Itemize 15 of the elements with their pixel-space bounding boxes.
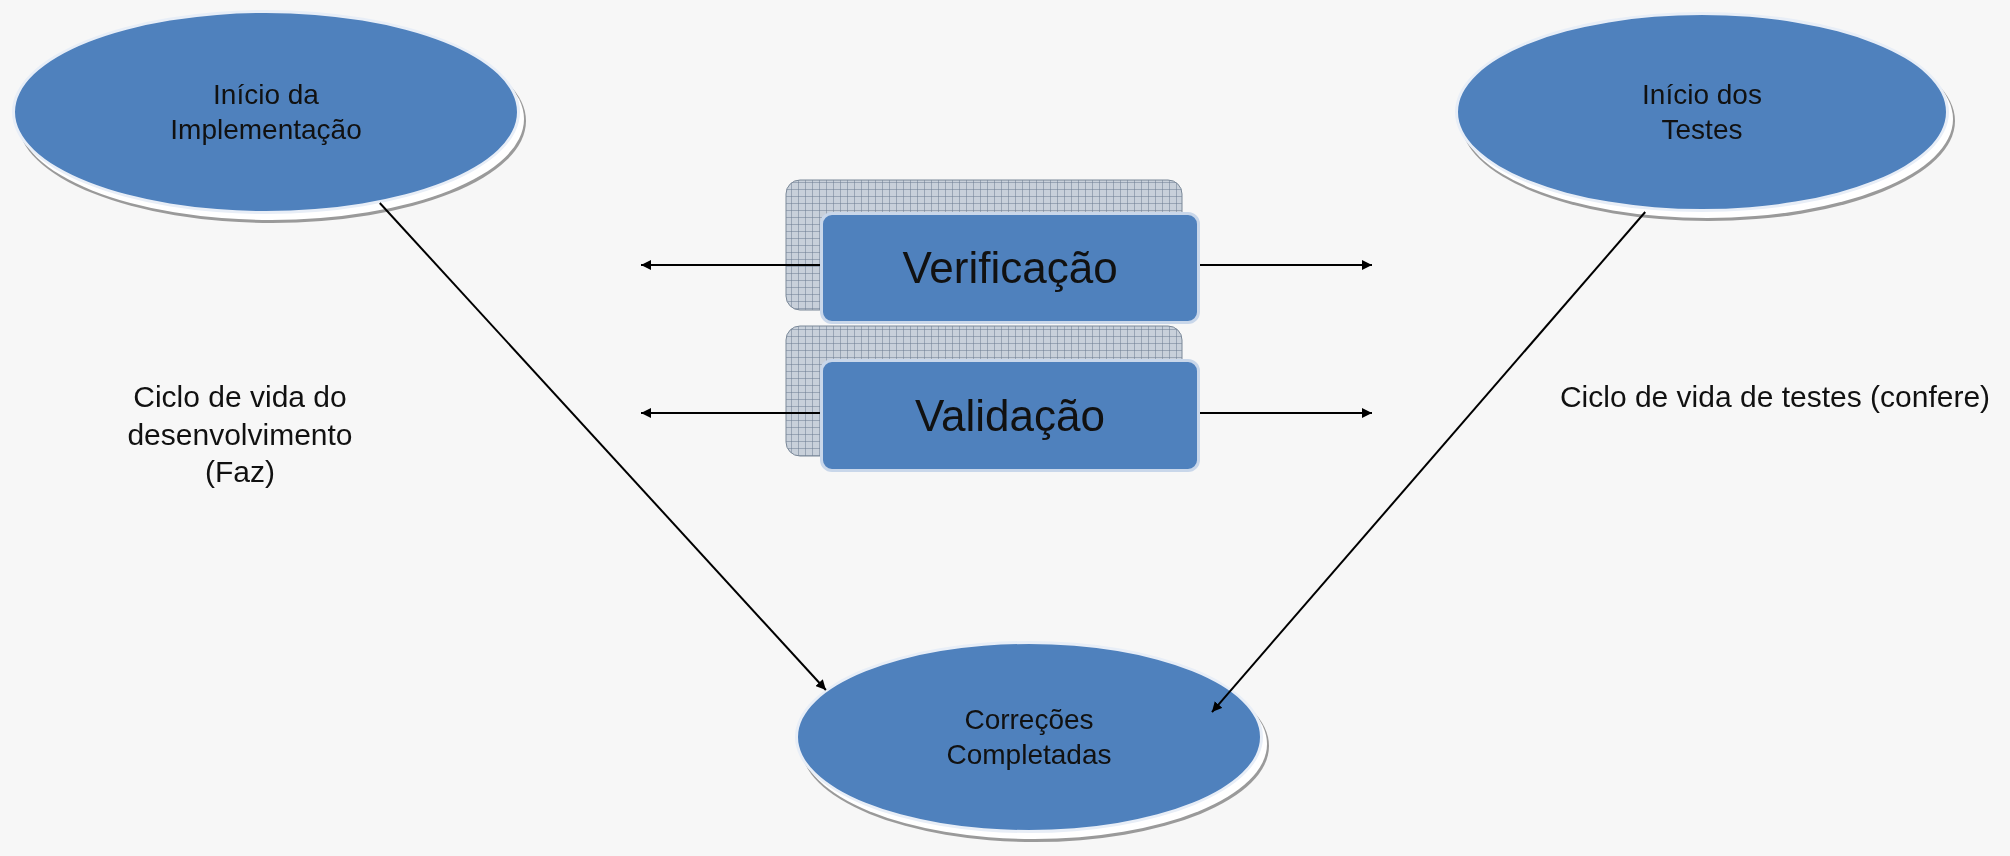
- node-label: Início da Implementação: [169, 78, 363, 147]
- arrow: [378, 202, 827, 691]
- annotation-text: Ciclo de vida de testes (confere): [1558, 379, 1992, 415]
- node-label: Validação: [915, 390, 1105, 441]
- node-label: Verificação: [902, 243, 1118, 293]
- arrow: [640, 408, 821, 418]
- arrow: [1199, 408, 1373, 418]
- node-label: Início dos Testes: [1641, 78, 1763, 147]
- arrow: [1199, 260, 1373, 270]
- annotation-text: Ciclo de vida do desenvolvimento (Faz): [126, 379, 354, 490]
- node-label: Correções Completadas: [945, 703, 1113, 772]
- process-box: [820, 359, 1200, 472]
- arrow: [640, 260, 821, 270]
- process-box: [820, 212, 1200, 324]
- arrow: [1211, 211, 1647, 714]
